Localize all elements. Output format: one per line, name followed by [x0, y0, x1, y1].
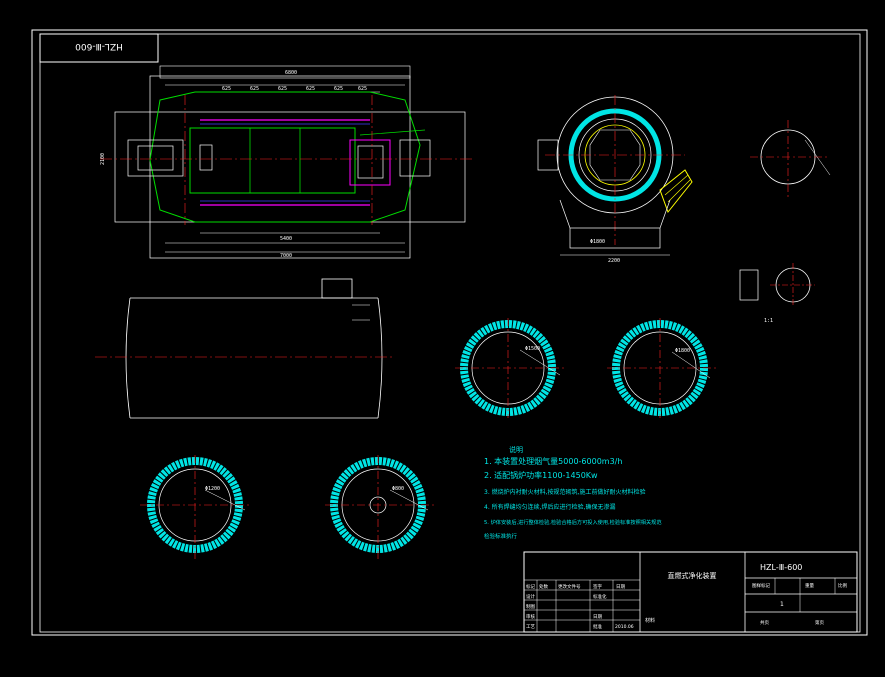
dim-section-4: Φ800: [392, 486, 404, 492]
dim-top-5: 625: [334, 86, 343, 92]
title-info-3: 比例: [838, 582, 847, 589]
section-circle-1: Φ1500: [455, 318, 565, 418]
dim-top-3: 625: [278, 86, 287, 92]
notes-item-1: 1. 本装置处理烟气量5000-6000m3/h: [484, 456, 622, 466]
title-info-2: 重量: [805, 582, 814, 589]
title-info-5: 第页: [815, 619, 824, 626]
title-drawing-code: HZL-Ⅲ-600: [760, 563, 802, 572]
dim-small-mid: 1:1: [764, 318, 773, 324]
title-header-4: 签字: [593, 583, 602, 590]
dim-section-1: Φ1500: [525, 346, 540, 352]
title-role-3: 审核: [526, 613, 535, 620]
dim-top-2: 625: [250, 86, 259, 92]
sheet-border: [31, 29, 868, 636]
dim-end-2: 2200: [608, 258, 620, 264]
title-role-6: 日期: [593, 614, 602, 620]
notes-item-6: 检验标准执行: [484, 532, 518, 540]
small-section-top: [750, 120, 831, 200]
dim-top-bottom-1: 5400: [280, 236, 292, 242]
title-quantity: 1: [780, 601, 784, 608]
technical-notes: 说明 1. 本装置处理烟气量5000-6000m3/h 2. 适配锅炉功率110…: [484, 445, 662, 540]
dim-top-4: 625: [306, 86, 315, 92]
dim-top-bottom-2: 7000: [280, 253, 292, 259]
dim-top-side: 2100: [100, 153, 106, 165]
title-role-1: 设计: [526, 593, 535, 600]
dim-top-6: 625: [358, 86, 367, 92]
notes-item-3: 3. 燃烧炉内衬耐火材料,按规范砌筑,施工前做好耐火材料检验: [484, 488, 645, 496]
small-section-mid: 1:1: [739, 263, 815, 324]
title-header-2: 处数: [539, 583, 548, 590]
end-elevation-view: Φ1800 2200: [537, 95, 693, 264]
title-header-5: 日期: [616, 584, 625, 590]
title-header-1: 标记: [526, 583, 535, 590]
notes-item-4: 4. 所有焊缝均匀连续,焊后应进行检验,确保无渗漏: [484, 503, 615, 511]
section-circle-3: Φ1200: [140, 455, 250, 560]
title-role-2: 制图: [526, 603, 535, 610]
title-role-4: 工艺: [526, 624, 535, 630]
notes-item-5: 5. 炉体安装后,进行整体检验,检验合格后方可投入使用,检验标准按照相关规范: [484, 518, 662, 526]
dim-top-overall: 6800: [285, 70, 297, 76]
title-role-5: 标准化: [593, 593, 607, 600]
title-drawing-name: 直燃式净化装置: [668, 571, 717, 580]
notes-heading: 说明: [509, 445, 523, 454]
title-role-7: 批准: [593, 623, 602, 630]
notes-item-2: 2. 适配锅炉功率1100-1450Kw: [484, 470, 598, 480]
drawing-code-box: HZL-Ⅲ-600: [39, 33, 159, 63]
title-block: 直燃式净化装置 HZL-Ⅲ-600 标记 处数 更改文件号 签字 日期 设计 制…: [523, 551, 858, 633]
title-info-1: 图样标记: [752, 582, 770, 589]
title-info-4: 共页: [760, 619, 769, 626]
drawing-code-label: HZL-Ⅲ-600: [75, 41, 123, 51]
title-date: 2010.06: [615, 624, 634, 630]
side-elevation-view: [95, 278, 395, 419]
section-circle-4: Φ800: [325, 455, 435, 560]
section-circle-2: Φ1800: [607, 318, 717, 418]
title-header-3: 更改文件号: [558, 583, 581, 590]
title-material: 材料: [645, 617, 655, 624]
dim-section-3: Φ1200: [205, 486, 220, 492]
dim-section-2: Φ1800: [675, 348, 690, 354]
dim-end-1: Φ1800: [590, 239, 605, 245]
top-plan-view: 625 625 625 625 625 625 6800 5400 7000 2…: [100, 65, 475, 259]
dim-top-1: 625: [222, 86, 231, 92]
